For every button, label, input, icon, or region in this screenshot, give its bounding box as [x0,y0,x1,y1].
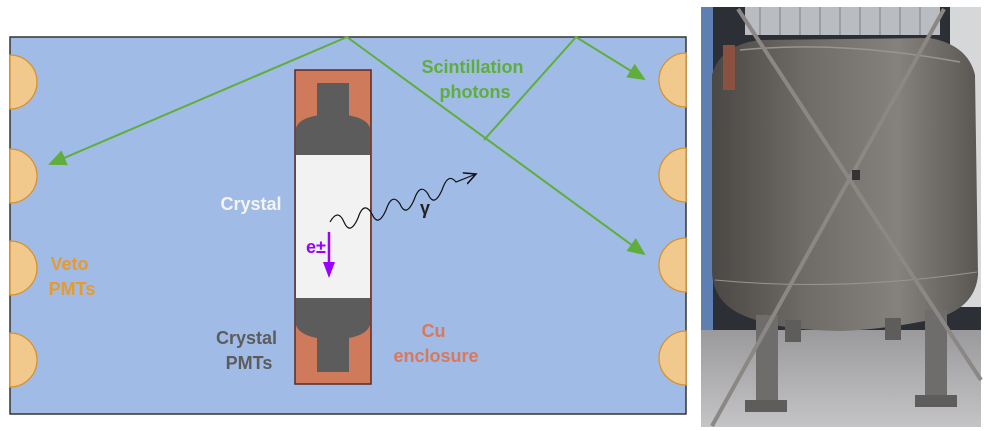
label-cu-enclosure: Cu enclosure [393,321,478,366]
label-gamma: γ [420,198,430,218]
vessel-photo [701,7,983,427]
lifting-lug [723,45,735,90]
label-line: PMTs [49,279,96,299]
veto-pmts-right [658,52,687,386]
veto-pmt [658,52,687,108]
ceiling-grid [745,7,940,35]
label-line: Veto [50,254,88,274]
label-line: enclosure [393,346,478,366]
label-line: photons [440,82,511,102]
veto-pmt [658,147,687,203]
veto-pmt [9,332,38,388]
gamma-ray [329,174,476,229]
veto-pmt [9,240,38,296]
crystal-pmt-top [296,83,370,155]
label-line: PMTs [226,353,273,373]
veto-pmt [9,148,38,204]
veto-pmt [658,237,687,293]
label-crystal: Crystal [220,194,281,214]
label-crystal-pmts: Crystal PMTs [216,328,282,373]
crystal [296,155,370,298]
label-scintillation-photons: Scintillation photons [421,57,528,102]
label-line: Crystal [216,328,277,348]
veto-pmt [658,330,687,386]
crystal-pmt-bottom [296,298,370,372]
veto-pmts-left [9,54,38,388]
label-line: Cu [421,321,445,341]
label-veto-pmts: Veto PMTs [49,254,96,299]
veto-pmt [9,54,38,110]
electron-track [323,232,335,278]
label-electron: e± [306,237,326,257]
cross-straps [710,7,983,427]
label-line: Scintillation [421,57,523,77]
vessel-legs [745,310,957,412]
photon-paths [48,35,646,256]
